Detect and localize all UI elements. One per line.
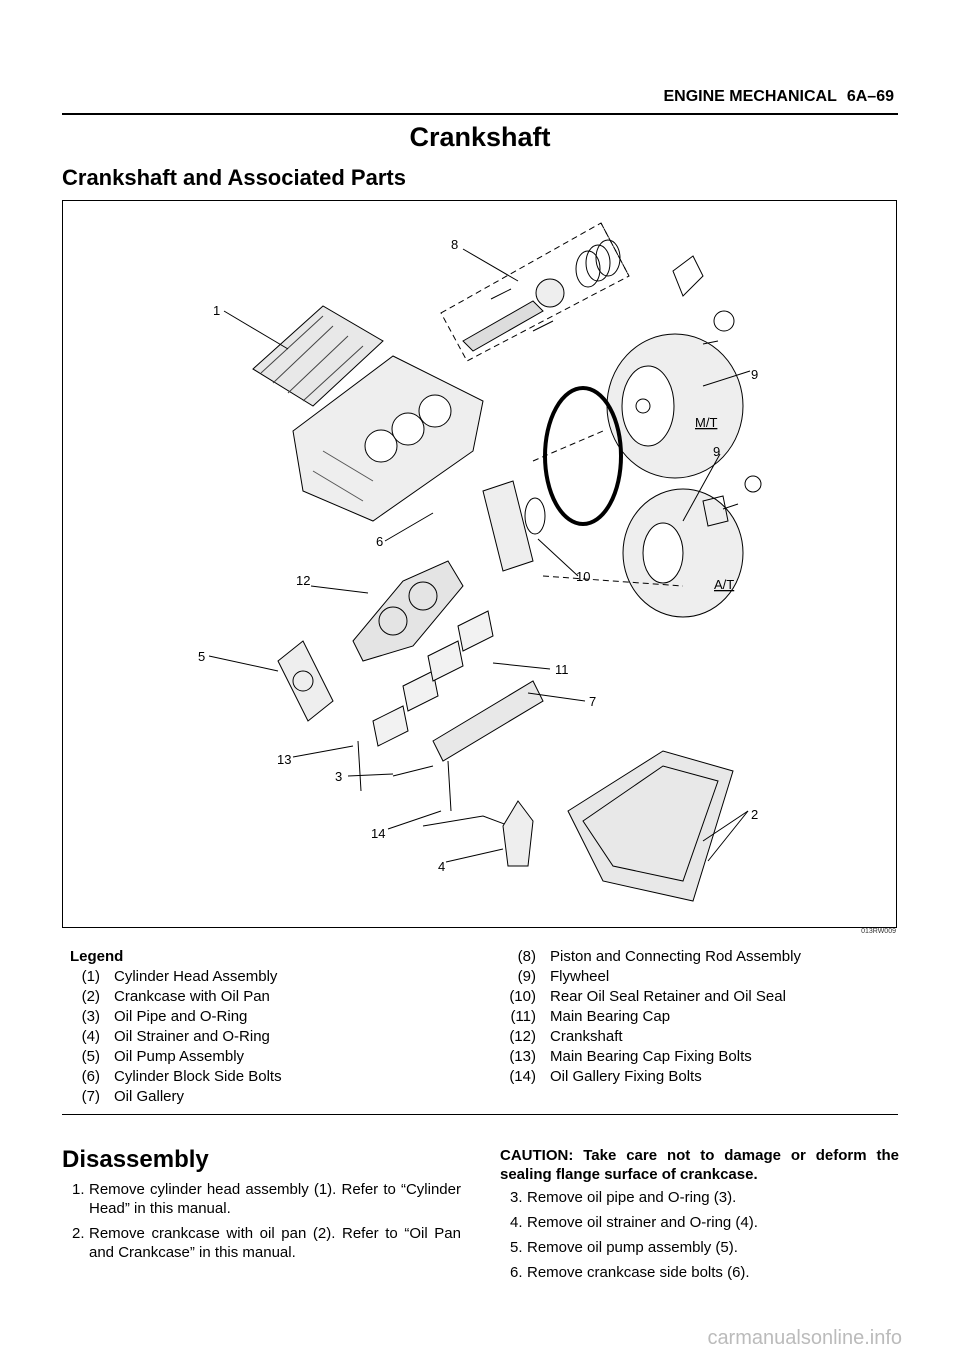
at-label: A/T [714,577,734,592]
legend-title: Legend [70,948,124,965]
callout-12: 12 [296,573,310,588]
callout-5: 5 [198,649,205,664]
legend-item: (5)Oil Pump Assembly [81,1048,245,1065]
callout-10: 10 [576,569,590,584]
mt-label: M/T [695,415,717,430]
ring-gear-shape [543,386,623,526]
legend-item: (2)Crankcase with Oil Pan [81,988,270,1005]
step-item: 3.Remove oil pipe and O-ring (3). [510,1189,737,1206]
step-item: 1.Remove cylinder head assembly (1). Ref… [72,1181,461,1217]
step-item: 5.Remove oil pump assembly (5). [510,1239,738,1256]
legend-item: (14)Oil Gallery Fixing Bolts [509,1068,702,1085]
legend-item: (3)Oil Pipe and O-Ring [81,1008,248,1025]
callout-14: 14 [371,826,385,841]
legend-item: (10)Rear Oil Seal Retainer and Oil Seal [509,988,786,1005]
legend-item: (12)Crankshaft [509,1028,623,1045]
oil-pan-shape [567,750,734,902]
exploded-parts-diagram: 1 2 3 4 5 6 7 8 9 9 10 11 12 13 14 M/T A… [62,200,897,928]
legend-item: (1)Cylinder Head Assembly [81,968,278,985]
cylinder-head-shape [252,305,384,407]
legend-left-column: (1)Cylinder Head Assembly (2)Crankcase w… [72,967,282,1107]
legend-item: (6)Cylinder Block Side Bolts [81,1068,282,1085]
legend-item: (7)Oil Gallery [81,1088,185,1105]
running-header: ENGINE MECHANICAL 6A–69 [664,88,895,106]
header-section: ENGINE MECHANICAL [663,88,837,105]
caution-note: CAUTION: Take care not to damage or defo… [500,1147,899,1183]
oil-pump-shape [277,640,334,722]
section-subtitle: Crankshaft and Associated Parts [62,165,406,190]
callout-11: 11 [555,662,569,677]
step-item: 4.Remove oil strainer and O-ring (4). [510,1214,758,1231]
page-title: Crankshaft [409,122,551,152]
callout-2: 2 [751,807,758,822]
disassembly-heading: Disassembly [62,1146,209,1173]
legend-right-column: (8)Piston and Connecting Rod Assembly (9… [500,947,801,1087]
legend-item: (9)Flywheel [517,968,610,985]
oil-seal-retainer-shape [482,480,534,572]
header-rule [62,113,898,115]
callout-6: 6 [376,534,383,549]
callout-9-mt: 9 [751,367,758,382]
disassembly-steps-left: 1.Remove cylinder head assembly (1). Ref… [62,1180,461,1268]
callout-1: 1 [213,303,220,318]
piston-group-outline [440,222,630,362]
legend-divider [62,1114,898,1115]
legend-item: (13)Main Bearing Cap Fixing Bolts [509,1048,752,1065]
callout-9-at: 9 [713,444,720,459]
oil-strainer-shape [502,800,534,867]
callout-13: 13 [277,752,291,767]
callout-7: 7 [589,694,596,709]
legend-item: (8)Piston and Connecting Rod Assembly [517,948,801,965]
diagram-drawing: 1 2 3 4 5 6 7 8 9 9 10 11 12 13 14 M/T A… [198,222,762,902]
callout-8: 8 [451,237,458,252]
header-page-number: 6A–69 [846,88,894,105]
callout-3: 3 [335,769,342,784]
callout-4: 4 [438,859,445,874]
oil-gallery-shape [432,680,544,762]
figure-id: 013RW009 [861,928,896,935]
legend-item: (4)Oil Strainer and O-Ring [81,1028,270,1045]
legend-item: (11)Main Bearing Cap [510,1008,671,1025]
watermark: carmanualsonline.info [707,1327,902,1349]
callout-labels: 1 2 3 4 5 6 7 8 9 9 10 11 12 13 14 M/T A… [198,237,758,874]
crankshaft-shape [352,560,464,662]
disassembly-steps-right: 3.Remove oil pipe and O-ring (3). 4.Remo… [500,1188,899,1288]
step-item: 2.Remove crankcase with oil pan (2). Ref… [72,1225,461,1261]
step-item: 6.Remove crankcase side bolts (6). [510,1264,750,1281]
